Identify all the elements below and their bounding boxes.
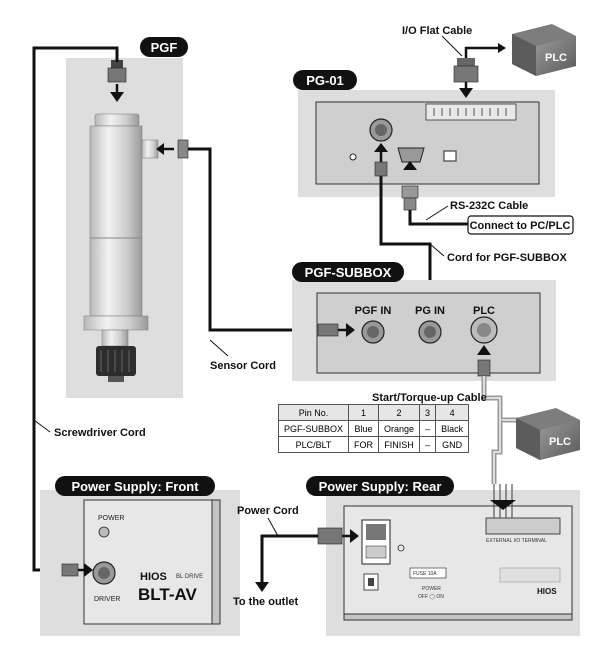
pgf-panel: PGF — [66, 37, 189, 398]
pin-cell: – — [419, 436, 437, 453]
plc-right: PLC — [516, 408, 580, 460]
power-cord-label: Power Cord — [237, 505, 299, 517]
ps-front-title: Power Supply: Front — [71, 479, 199, 494]
ps-front-badge — [55, 476, 215, 496]
connect-pc-box — [467, 215, 574, 235]
pg01-panel: PG-01 — [293, 70, 555, 197]
pg01-title: PG-01 — [306, 73, 344, 88]
pin-cell: Orange — [378, 420, 421, 437]
pin-table: Pin No. 1 2 3 4 PGF-SUBBOX Blue Orange –… — [277, 404, 470, 453]
subbox-title: PGF-SUBBOX — [305, 265, 392, 280]
power-cord: Power Cord To the outlet — [233, 505, 318, 608]
ps-rear-title: Power Supply: Rear — [319, 479, 442, 494]
plc-top: PLC — [512, 24, 576, 76]
screwdriver-cord-label: Screwdriver Cord — [54, 427, 146, 439]
pg-in-label: PG IN — [415, 305, 445, 317]
rear-brand: HIOS — [537, 587, 557, 596]
plc-top-label: PLC — [545, 52, 567, 64]
pgf-title: PGF — [151, 40, 178, 55]
rs232c-cable-label: RS-232C Cable — [450, 200, 528, 212]
rear-power-label: POWER — [422, 586, 441, 592]
front-brand: HIOS — [140, 571, 167, 583]
front-power-button[interactable] — [98, 526, 110, 538]
ps-front-panel: Power Supply: Front POWER DRIVER HIOS BL… — [40, 476, 240, 636]
pin-cell: FOR — [348, 436, 380, 453]
rear-offon-label: OFF ◯ ON — [418, 594, 444, 600]
start-torque-cable-label: Start/Torque-up Cable — [372, 392, 487, 404]
pin-header-cell: 4 — [435, 404, 470, 421]
pgf-badge — [140, 37, 188, 57]
rs232c-cable: RS-232C Cable Connect to PC/PLC — [401, 161, 574, 235]
pin-cell: – — [419, 420, 437, 437]
front-model: BLT-AV — [138, 585, 198, 604]
cord-for-pgf-subbox — [379, 162, 432, 292]
pgf-top-connector — [107, 60, 127, 102]
io-flat-port — [425, 103, 517, 121]
start-torque-cable: Start/Torque-up Cable — [372, 345, 520, 484]
cord-for-pgf-subbox-label: Cord for PGF-SUBBOX — [447, 252, 567, 264]
plc-port-label: PLC — [473, 305, 495, 317]
outlet-label: To the outlet — [233, 596, 299, 608]
rear-ext-label: EXTERNAL I/O TERMINAL — [486, 538, 547, 544]
pin-table-header: Pin No. 1 2 3 4 — [277, 404, 470, 421]
pin-cell: Black — [435, 420, 470, 437]
external-io-terminal — [485, 517, 561, 535]
pin-header-cell: Pin No. — [277, 404, 350, 421]
driver-label: DRIVER — [94, 596, 120, 603]
pin-cell: GND — [435, 436, 470, 453]
front-power-label: POWER — [98, 515, 124, 522]
pin-header-cell: 3 — [419, 404, 437, 421]
rear-fuse-label: FUSE 10A — [413, 571, 437, 577]
pin-cell: Blue — [348, 420, 380, 437]
connect-pc-label: Connect to PC/PLC — [470, 220, 571, 232]
pin-header-cell: 2 — [378, 404, 421, 421]
io-flat-cable: I/O Flat Cable — [402, 25, 506, 98]
pin-header-cell: 1 — [348, 404, 380, 421]
pin-cell: PLC/BLT — [277, 436, 350, 453]
subbox-panel: PGF-SUBBOX PGF IN PG IN PLC — [292, 262, 556, 381]
plc-right-label: PLC — [549, 436, 571, 448]
screwdriver-cord-label-group: Screwdriver Cord — [33, 419, 146, 439]
pin-cell: FINISH — [378, 436, 421, 453]
ps-rear-panel: Power Supply: Rear EXTERNAL I/O TERMINAL… — [306, 476, 580, 636]
subbox-badge — [292, 262, 404, 282]
pg01-badge — [293, 70, 357, 90]
usb-port — [443, 150, 457, 162]
ps-rear-badge — [306, 476, 454, 496]
io-flat-cable-label: I/O Flat Cable — [402, 25, 472, 37]
sensor-cord-label: Sensor Cord — [210, 360, 276, 372]
pin-cell: PGF-SUBBOX — [277, 420, 350, 437]
sensor-cord — [188, 147, 318, 332]
pg01-power-jack — [349, 153, 357, 161]
pin-table-row: PLC/BLT FOR FINISH – GND — [277, 436, 470, 453]
pin-table-row: PGF-SUBBOX Blue Orange – Black — [277, 420, 470, 437]
pgf-screwdriver-body — [83, 113, 159, 382]
sensor-cord-label-group: Sensor Cord — [209, 339, 276, 372]
rs232c-port — [397, 147, 425, 163]
pgf-in-label: PGF IN — [355, 305, 392, 317]
front-sub: BL DRIVE — [176, 574, 203, 580]
